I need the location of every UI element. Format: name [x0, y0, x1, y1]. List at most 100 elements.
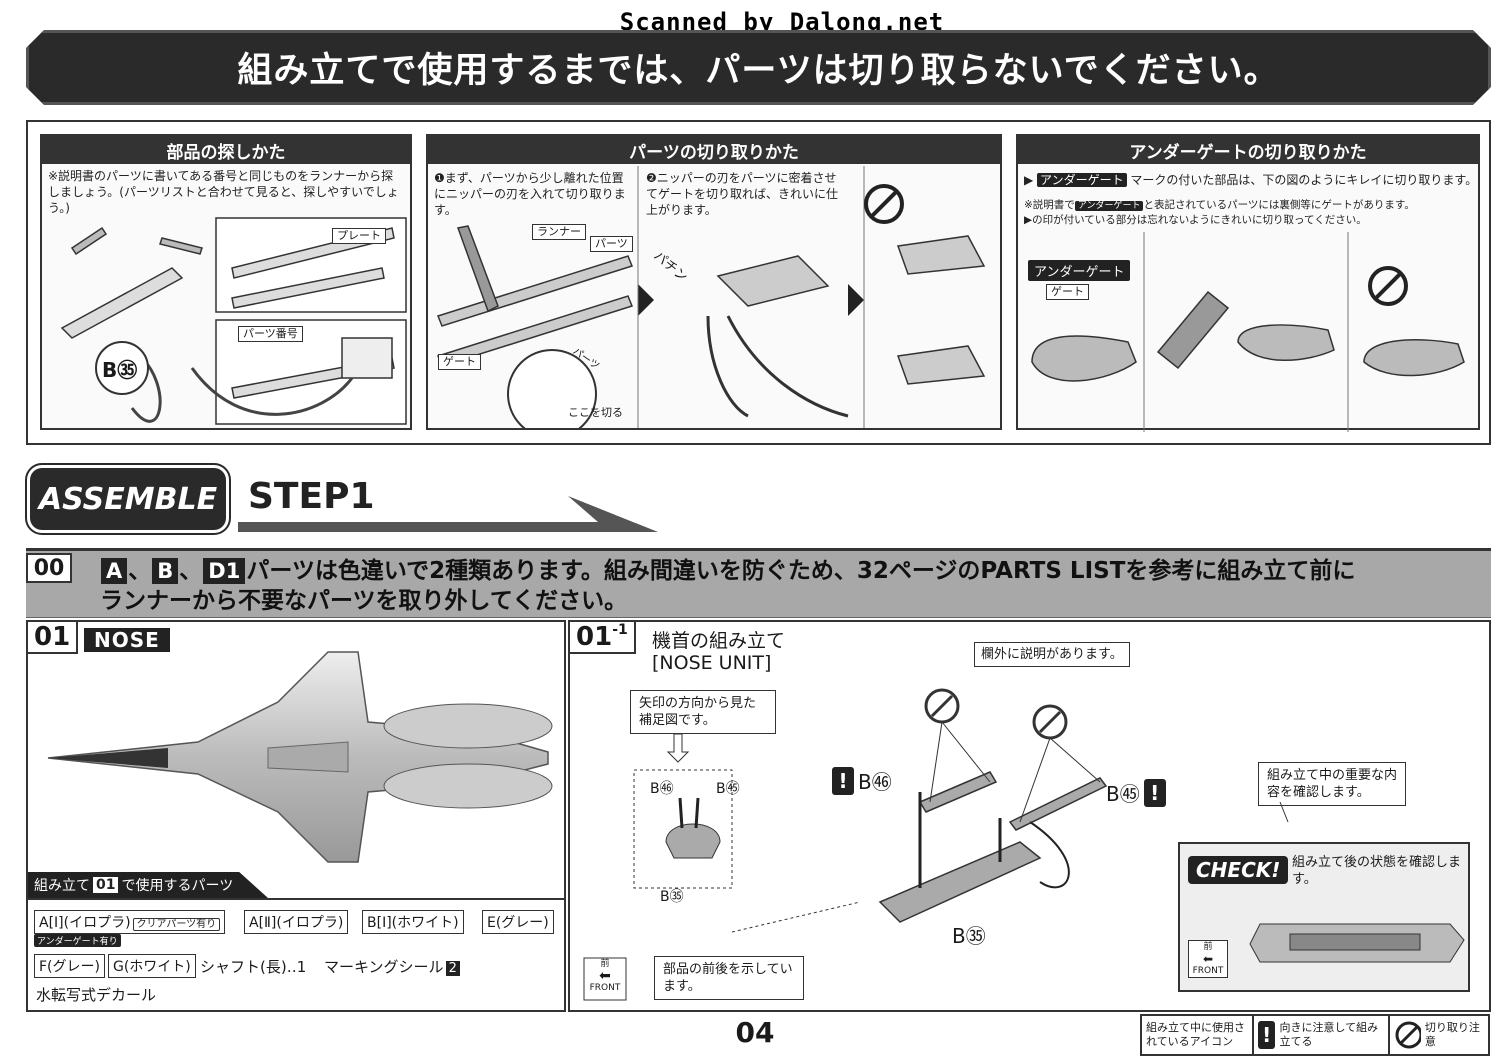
- under-gate-line2: ※説明書でアンダーゲートと表記されているパーツには裏側等にゲートがあります。 ▶…: [1024, 198, 1415, 227]
- under-gate-line3: ▶の印が付いている部分は忘れないようにきれいに切り取ってください。: [1024, 214, 1367, 226]
- section-01-1-num: 01: [576, 622, 613, 652]
- step-arrow: [238, 496, 658, 532]
- under-gate-badge: アンダーゲート: [1037, 173, 1127, 187]
- how-to-cut-title: パーツの切り取りかた: [428, 136, 1000, 164]
- how-to-find-title: 部品の探しかた: [42, 136, 410, 164]
- nose-unit-title: 機首の組み立て: [652, 630, 786, 652]
- under-gate-line1: ▶ アンダーゲート マークの付いた部品は、下の図のようにキレイに切り取ります。: [1024, 173, 1478, 187]
- parts-header-pre: 組み立て: [34, 878, 90, 894]
- cutting-illustration: [437, 166, 986, 428]
- under-gate-line2a: ※説明書で: [1024, 199, 1075, 211]
- legend-cut-text: 切り取り注意: [1424, 1021, 1480, 1048]
- warning-banner: 組み立てで使用するまでは、パーツは切り取らないでください。: [26, 30, 1491, 105]
- legend-careful-text: 向きに注意して組み立てる: [1279, 1021, 1379, 1048]
- part-a1: A[Ⅰ](イロプラ)クリアパーツ有り: [34, 910, 226, 934]
- b45-text: B㊺: [1106, 782, 1140, 806]
- parts-header-post: で使用するパーツ: [121, 878, 234, 894]
- assembly-illustration: [583, 688, 1289, 1001]
- under-gate-panel: アンダーゲートの切り取りかた ▶ アンダーゲート マークの付いた部品は、下の図の…: [1016, 134, 1480, 432]
- legend-head: 組み立て中に使用されているアイコン: [1142, 1016, 1254, 1054]
- section-00-line2: ランナーから不要なパーツを取り外してください。: [100, 588, 628, 614]
- marking-seal-num: 2: [445, 961, 460, 976]
- under-gate-illustration: [1031, 232, 1465, 432]
- parts-list: A[Ⅰ](イロプラ)クリアパーツ有り A[Ⅱ](イロプラ) B[Ⅰ](ホワイト)…: [28, 898, 564, 1010]
- section-00-line1: パーツは色違いで2種類あります。組み間違いを防ぐため、32ページのPARTS L…: [246, 558, 1356, 584]
- part-f: F(グレー): [34, 954, 105, 978]
- callout-check: 組み立て中の重要な内容を確認します。: [1258, 762, 1406, 806]
- b46-text: B㊻: [858, 770, 892, 794]
- nose-unit-subtitle: [NOSE UNIT]: [652, 652, 772, 674]
- marking-seal-text: マーキングシール: [324, 958, 444, 976]
- parts-header: 組み立て 01 で使用するパーツ: [28, 872, 268, 898]
- under-gate-note: アンダーゲート有り: [34, 934, 121, 947]
- label-parts: パーツ: [590, 236, 633, 252]
- under-gate-badge-small: アンダーゲート: [1074, 201, 1144, 211]
- check-box: CHECK! 組み立て後の状態を確認します。 前 ⬅ FRONT: [1178, 842, 1470, 992]
- part-ref-b35: B㉟: [102, 358, 138, 382]
- section-01-nose: 01 NOSE 組み立て 01 で使用するパーツ A[Ⅰ](イロプラ)クリアパー…: [26, 620, 566, 1012]
- section-01-1-nose-unit: 01-1 機首の組み立て [NOSE UNIT] 欄外に説明があります。 矢印の…: [568, 620, 1491, 1012]
- sep1: 、: [128, 558, 152, 584]
- legend-cut-icon: [1395, 1021, 1421, 1049]
- check-illustration: [1249, 923, 1465, 963]
- assemble-badge: ASSEMBLE: [25, 463, 231, 535]
- water-decal: 水転写式デカール: [36, 986, 157, 1004]
- part-a2: A[Ⅱ](イロプラ): [244, 910, 349, 934]
- front-jp: 前: [600, 959, 610, 969]
- part-b-box: B: [152, 558, 179, 584]
- banner-text: 組み立てで使用するまでは、パーツは切り取らないでください。: [237, 51, 1280, 91]
- no-cut-icon-2: [1368, 266, 1408, 306]
- find-illustration: プレート パーツ番号 B㉟: [42, 208, 410, 428]
- label-b45-small: B㊺: [716, 781, 740, 797]
- legend-caution-icon: !: [1258, 1021, 1276, 1049]
- caution-icon: !: [832, 766, 854, 795]
- clear-parts-note: クリアパーツ有り: [132, 918, 221, 931]
- nose-label: NOSE: [84, 628, 170, 652]
- part-g: G(ホワイト): [108, 954, 196, 978]
- aircraft-illustration: [47, 651, 553, 863]
- section-00-tag: 00: [26, 553, 72, 583]
- label-b35: B㉟: [952, 924, 986, 948]
- section-01-tag: 01: [28, 622, 79, 654]
- part-d1-box: D1: [203, 558, 246, 584]
- under-gate-label-gate: ゲート: [1046, 284, 1089, 300]
- parts-header-num: 01: [93, 877, 119, 893]
- section-01-1-sub: -1: [612, 622, 628, 638]
- legend-cut: 切り取り注意: [1390, 1016, 1488, 1054]
- how-to-find-panel: 部品の探しかた ※説明書のパーツに書いてある番号と同じものをランナーから探しまし…: [40, 134, 412, 430]
- no-cut-icon: [864, 184, 904, 224]
- shaft-long: シャフト(長)‥1: [200, 958, 307, 976]
- icon-legend: 組み立て中に使用されているアイコン ! 向きに注意して組み立てる 切り取り注意: [1140, 1014, 1490, 1056]
- assemble-label: ASSEMBLE: [38, 481, 218, 517]
- sep2: 、: [179, 558, 203, 584]
- caution-icon-2: !: [1143, 778, 1166, 807]
- section-01-1-tag: 01-1: [570, 622, 636, 654]
- step-label: STEP1: [248, 476, 375, 517]
- front-arrow-icon-2: ⬅: [1202, 952, 1214, 966]
- part-b1: B[Ⅰ](ホワイト): [362, 910, 464, 934]
- front-indicator: 前 ⬅ FRONT: [584, 958, 626, 994]
- front-en: FRONT: [589, 983, 621, 993]
- under-gate-title: アンダーゲートの切り取りかた: [1018, 136, 1478, 164]
- legend-careful: ! 向きに注意して組み立てる: [1254, 1016, 1390, 1054]
- callout-arrow-view: 矢印の方向から見た補足図です。: [630, 690, 776, 734]
- label-runner: ランナー: [532, 224, 586, 240]
- front-en-2: FRONT: [1192, 966, 1224, 976]
- part-e: E(グレー): [482, 910, 554, 934]
- cut-step2: ❷ニッパーの刃をパーツに密着させてゲートを切り取れば、きれいに仕上がります。: [646, 171, 839, 217]
- front-arrow-icon: ⬅: [599, 968, 611, 984]
- label-part-number: パーツ番号: [238, 326, 303, 342]
- cut-caution-icon-1: [924, 688, 960, 724]
- cut-step1: ❶まず、パーツから少し離れた位置にニッパーの刃を入れて切り取ります。: [434, 171, 626, 217]
- callout-outside-note: 欄外に説明があります。: [974, 642, 1130, 667]
- label-b35-small: B㉟: [660, 889, 684, 905]
- label-plate: プレート: [332, 228, 386, 244]
- how-to-cut-panel: パーツの切り取りかた ❶まず、パーツから少し離れた位置にニッパーの刃を入れて切り…: [426, 134, 1002, 430]
- check-text: 組み立て後の状態を確認します。: [1292, 855, 1462, 887]
- page-number: 04: [735, 1016, 775, 1049]
- label-b46-small: B㊻: [650, 781, 674, 797]
- label-cut-here: ここを切る: [568, 406, 623, 419]
